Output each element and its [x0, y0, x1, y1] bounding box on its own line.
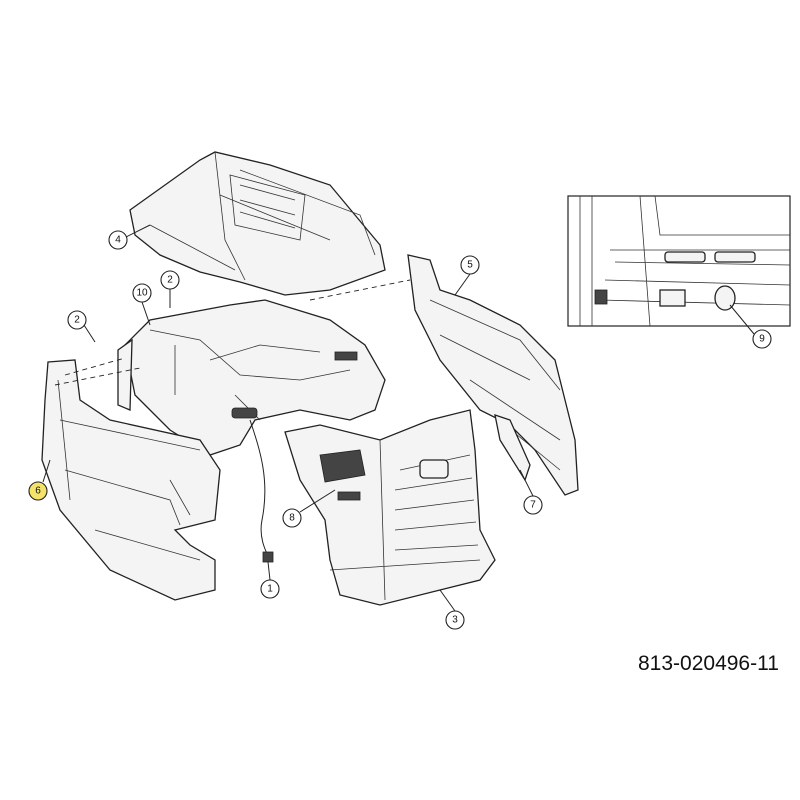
front-grille-part — [284, 409, 496, 606]
assembly-line — [64, 357, 126, 376]
callout-6[interactable]: 6 — [28, 481, 48, 501]
callout-8[interactable]: 8 — [282, 508, 302, 528]
document-number: 813-020496-11 — [638, 652, 779, 675]
svg-text:2: 2 — [167, 275, 173, 286]
callout-1[interactable]: 1 — [260, 579, 280, 599]
svg-text:2: 2 — [74, 315, 80, 326]
callout-7[interactable]: 7 — [523, 495, 543, 515]
detail-inset — [567, 195, 791, 327]
callout-4[interactable]: 4 — [108, 230, 128, 250]
callout-2-lower[interactable]: 2 — [67, 310, 87, 330]
callout-9[interactable]: 9 — [752, 329, 772, 349]
hood-part — [129, 151, 386, 296]
svg-text:6: 6 — [35, 486, 41, 497]
svg-text:8: 8 — [289, 513, 295, 524]
svg-text:4: 4 — [115, 235, 121, 246]
assembly-line — [54, 367, 141, 386]
dash-frame-part — [117, 299, 386, 456]
callout-10[interactable]: 10 — [132, 283, 152, 303]
svg-text:9: 9 — [759, 334, 765, 345]
wire-harness-part — [249, 419, 274, 563]
left-side-panel-part — [41, 359, 221, 601]
svg-text:5: 5 — [467, 260, 473, 271]
callout-3[interactable]: 3 — [445, 610, 465, 630]
svg-text:1: 1 — [267, 584, 273, 595]
callout-5[interactable]: 5 — [460, 255, 480, 275]
svg-text:7: 7 — [530, 500, 536, 511]
assembly-line — [309, 279, 411, 301]
svg-text:10: 10 — [136, 288, 148, 299]
svg-text:3: 3 — [452, 615, 458, 626]
callout-2-upper[interactable]: 2 — [160, 270, 180, 290]
